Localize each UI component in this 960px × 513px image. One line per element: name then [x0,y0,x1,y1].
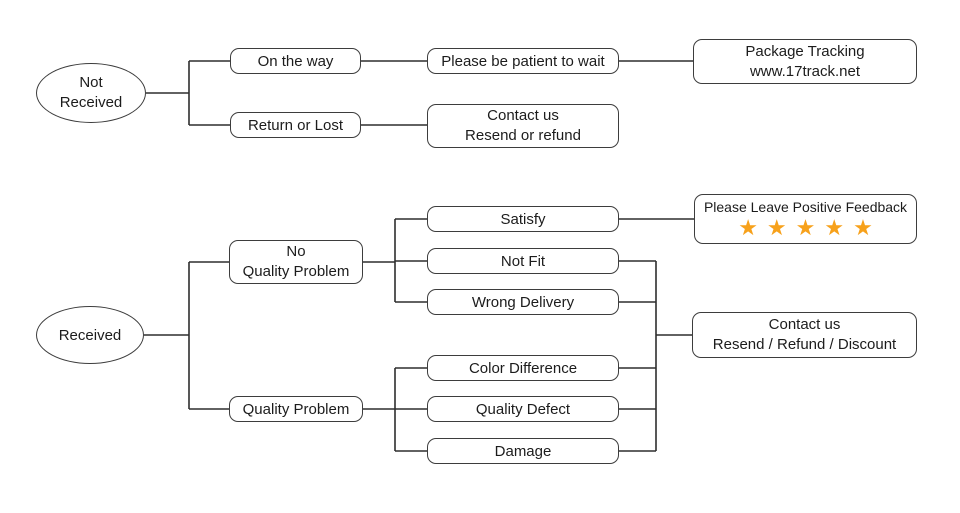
node-wrong-delivery-label: Wrong Delivery [471,293,575,311]
node-no-quality-problem-line2: Quality Problem [242,263,350,280]
node-not-fit-label: Not Fit [500,252,546,270]
node-positive-feedback-title: Please Leave Positive Feedback [703,198,908,215]
node-positive-feedback: Please Leave Positive Feedback ★★★★★ [694,194,917,244]
node-received: Received [36,306,144,364]
five-star-rating-icon: ★★★★★ [738,214,882,240]
node-contact-resend-refund-line2: Resend or refund [465,127,581,144]
node-on-the-way: On the way [230,48,361,74]
node-damage-label: Damage [494,442,552,460]
node-satisfy-label: Satisfy [500,210,546,228]
node-quality-defect: Quality Defect [427,396,619,422]
node-package-tracking-url: www.17track.net [749,62,861,80]
node-be-patient-label: Please be patient to wait [441,52,605,70]
node-quality-problem: Quality Problem [229,396,363,422]
node-received-label: Received [58,326,122,344]
node-package-tracking: Package Tracking www.17track.net [693,39,917,84]
node-not-received-line2: Received [59,94,123,111]
node-wrong-delivery: Wrong Delivery [427,289,619,315]
node-contact-resend-refund-discount-line1: Contact us [768,316,841,333]
node-quality-problem-label: Quality Problem [242,400,350,418]
node-return-or-lost: Return or Lost [230,112,361,138]
node-not-received-line1: Not [79,74,103,91]
node-on-the-way-label: On the way [257,52,334,70]
node-not-fit: Not Fit [427,248,619,274]
node-satisfy: Satisfy [427,206,619,232]
node-contact-resend-refund: Contact us Resend or refund [427,104,619,148]
node-contact-resend-refund-discount-line2: Resend / Refund / Discount [712,336,897,353]
node-quality-defect-label: Quality Defect [475,400,571,418]
node-be-patient: Please be patient to wait [427,48,619,74]
node-color-difference-label: Color Difference [468,359,578,377]
node-contact-resend-refund-discount: Contact us Resend / Refund / Discount [692,312,917,358]
node-package-tracking-line1: Package Tracking [745,42,865,60]
node-damage: Damage [427,438,619,464]
node-return-or-lost-label: Return or Lost [247,116,344,134]
node-contact-resend-refund-line1: Contact us [487,107,559,124]
node-no-quality-problem: No Quality Problem [229,240,363,284]
node-color-difference: Color Difference [427,355,619,381]
node-no-quality-problem-line1: No [286,243,306,260]
node-not-received: Not Received [36,63,146,123]
